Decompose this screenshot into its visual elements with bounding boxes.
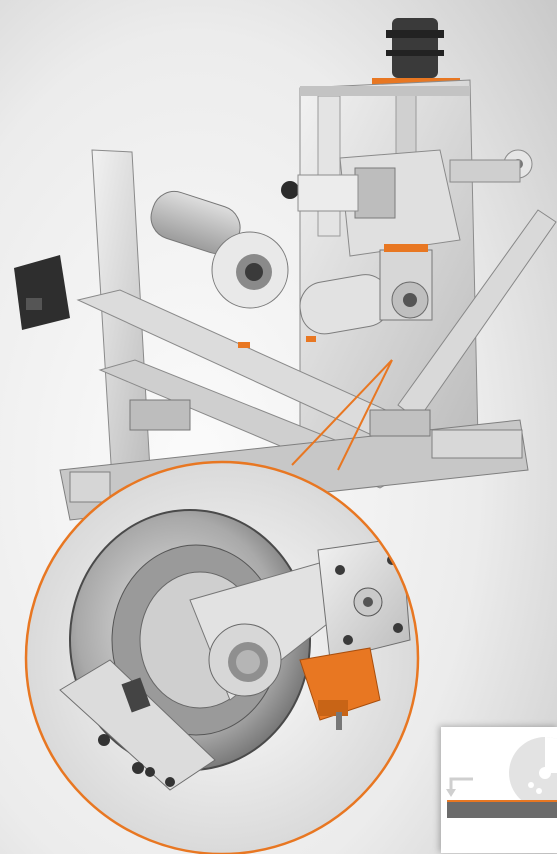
left-black-block xyxy=(14,255,70,330)
zoom-callout xyxy=(24,460,420,854)
info-card xyxy=(441,727,557,853)
callout-line-left xyxy=(291,359,393,466)
zoom-circle-border xyxy=(24,460,420,854)
top-motor xyxy=(392,18,438,78)
card-footer-accent xyxy=(447,800,557,802)
card-footer-bar xyxy=(447,800,557,818)
corner-arrow-icon xyxy=(446,777,473,797)
machine-assembly xyxy=(14,18,557,521)
knob xyxy=(281,181,299,199)
callout-line-right xyxy=(337,359,393,471)
disc-icon xyxy=(509,737,557,809)
